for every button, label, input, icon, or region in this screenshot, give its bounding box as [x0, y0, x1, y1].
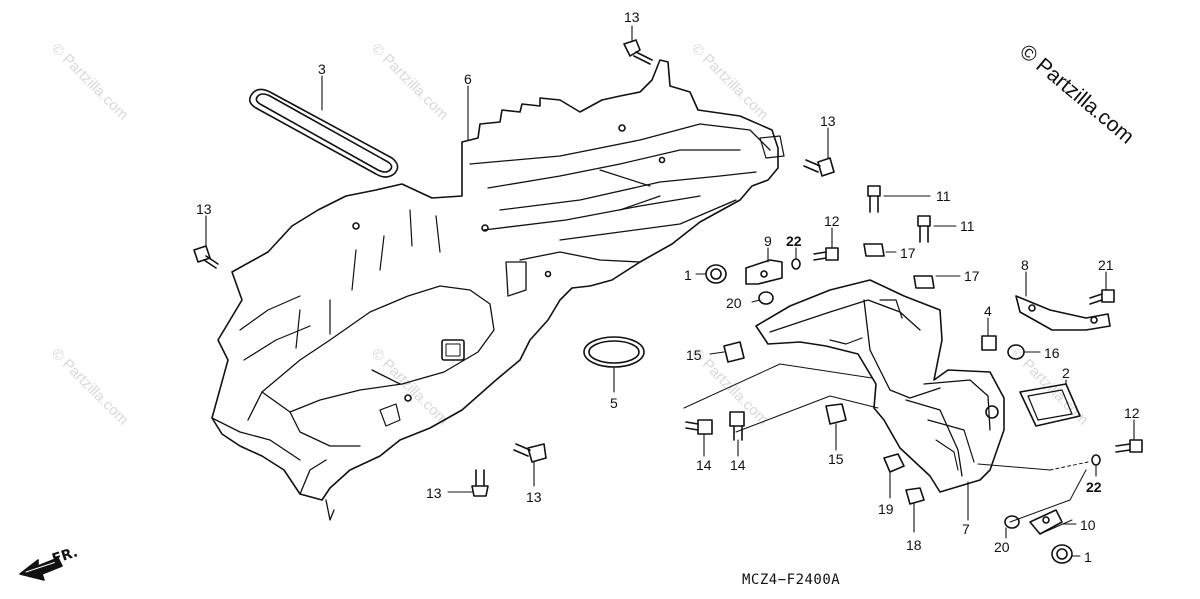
part-5-ring	[583, 336, 645, 368]
part-1-grommet-bottom	[1051, 544, 1073, 564]
callout-10: 10	[1080, 517, 1096, 533]
callout-13: 13	[526, 489, 542, 505]
part-20-nut-top	[758, 291, 774, 305]
clip-15-b	[825, 403, 847, 425]
callout-8: 8	[1021, 257, 1029, 273]
part-18-nut	[905, 487, 925, 505]
callout-21: 21	[1098, 257, 1114, 273]
callout-15: 15	[686, 347, 702, 363]
callout-1: 1	[684, 267, 692, 283]
bolt-14-a	[685, 419, 713, 435]
bolt-13-right	[803, 157, 835, 177]
callout-17: 17	[900, 245, 916, 261]
bolt-12-top	[813, 247, 839, 261]
part-9-bracket	[745, 259, 783, 285]
callout-14: 14	[696, 457, 712, 473]
bolt-21	[1089, 289, 1115, 305]
part-3-seal-strip	[248, 88, 399, 178]
callout-6: 6	[464, 71, 472, 87]
callout-14: 14	[730, 457, 746, 473]
callout-labels: 13 3 6 13 13 11 11 12 9 22 17 17 1 20 8 …	[196, 9, 1140, 565]
part-8-bracket	[1015, 295, 1111, 331]
part-20-nut-bottom	[1004, 515, 1020, 529]
callout-13: 13	[624, 9, 640, 25]
callout-5: 5	[610, 395, 618, 411]
callout-16: 16	[1044, 345, 1060, 361]
front-arrow-icon	[19, 557, 63, 581]
callout-12: 12	[1124, 405, 1140, 421]
part-4-plug	[981, 335, 997, 351]
part-10-bracket	[1029, 509, 1063, 535]
callout-13: 13	[820, 113, 836, 129]
callout-3: 3	[318, 61, 326, 77]
clip-17-a	[863, 243, 885, 257]
callout-4: 4	[984, 303, 992, 319]
callout-20: 20	[726, 295, 742, 311]
bolt-12-right	[1115, 439, 1143, 453]
clip-17-b	[913, 275, 935, 289]
bolt-13-bottom-b	[513, 443, 547, 463]
bolt-13-bottom-a	[471, 469, 489, 497]
callout-11: 11	[960, 218, 975, 234]
callout-20: 20	[994, 539, 1010, 555]
bolt-11-a	[867, 185, 881, 213]
washer-22-right	[1091, 454, 1101, 466]
callout-12: 12	[824, 213, 840, 229]
part-19-nut	[883, 453, 905, 473]
callout-18: 18	[906, 537, 922, 553]
callout-9: 9	[764, 233, 772, 249]
callout-2: 2	[1062, 365, 1070, 381]
bolt-11-b	[917, 215, 931, 243]
bolt-13-left	[193, 245, 219, 269]
callout-17: 17	[964, 268, 980, 284]
callout-13: 13	[196, 201, 212, 217]
washer-22-top	[791, 258, 801, 270]
callout-11: 11	[936, 188, 951, 204]
callout-19: 19	[878, 501, 894, 517]
callout-22: 22	[1086, 479, 1102, 495]
part-2-reflector	[1019, 383, 1081, 427]
part-6-inner-fender	[211, 59, 785, 521]
bolt-13-top	[623, 39, 653, 65]
part-16-plug	[1007, 344, 1025, 360]
clip-15-a	[723, 341, 745, 363]
diagram-code: MCZ4−F2400A	[742, 572, 841, 588]
leader-lines	[205, 25, 1135, 557]
part-1-grommet-top	[705, 264, 727, 284]
callout-7: 7	[962, 521, 970, 537]
callout-13: 13	[426, 485, 442, 501]
callout-22: 22	[786, 233, 802, 249]
bolt-14-b	[729, 411, 745, 441]
callout-15: 15	[828, 451, 844, 467]
callout-1: 1	[1084, 549, 1092, 565]
part-7-rear-fender	[755, 279, 1005, 493]
